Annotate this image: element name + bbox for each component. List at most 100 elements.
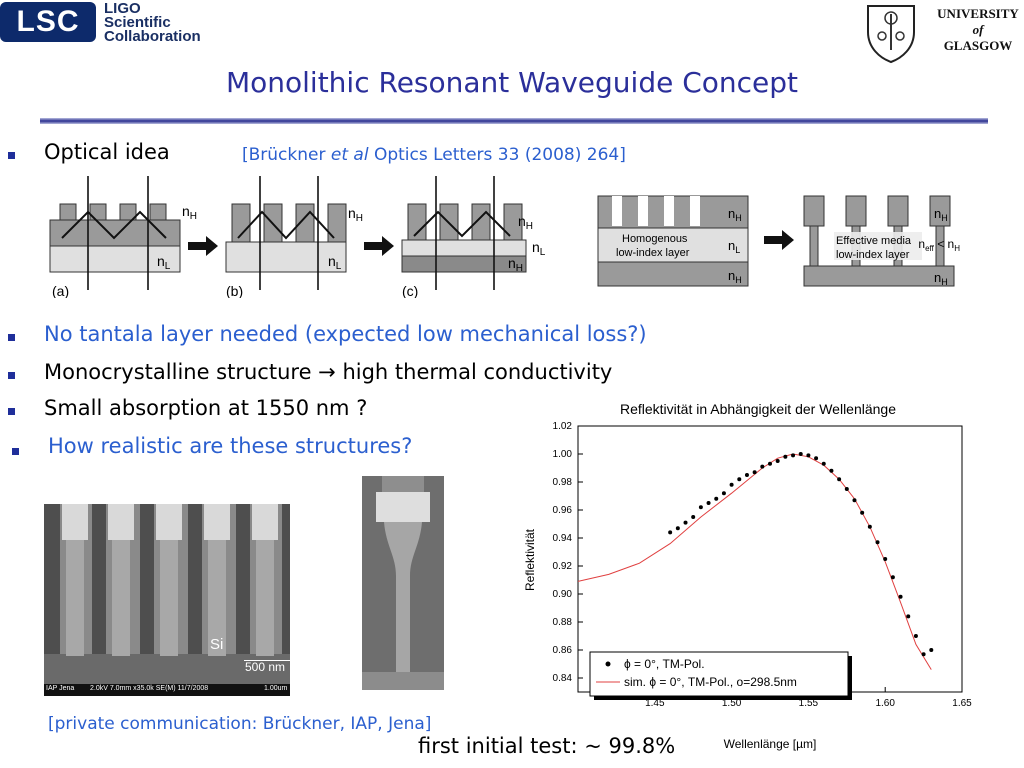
reflectivity-chart: Reflektivität in Abhängigkeit der Wellen… bbox=[523, 401, 972, 751]
bullet-absorption: Small absorption at 1550 nm ? bbox=[44, 396, 368, 420]
sem-image-single-ridge bbox=[362, 476, 444, 690]
measured-data-point bbox=[768, 461, 772, 466]
sem-footer-mid: 2.0kV 7.0mm x35.0k SE(M) 11/7/2008 bbox=[90, 685, 209, 692]
y-tick-label: 0.96 bbox=[553, 505, 573, 516]
bullet-marker bbox=[8, 334, 15, 341]
sem-footer-left: IAP Jena bbox=[46, 685, 75, 692]
lsc-line1: LIGO bbox=[104, 0, 141, 17]
x-tick-label: 1.65 bbox=[952, 698, 972, 709]
sem-grating-illustration bbox=[44, 504, 290, 696]
legend-point-marker bbox=[605, 661, 611, 667]
measured-data-point bbox=[875, 540, 880, 545]
homog-label-line1: Homogenous bbox=[622, 233, 688, 245]
diagram-panel-b: (b) nH nL bbox=[225, 176, 363, 298]
measured-data-point bbox=[883, 557, 888, 561]
diagram-c-nL: nL bbox=[532, 239, 546, 258]
waveguide-diagram: (a) nH nL (b) nH nL (c) nH nL nH bbox=[49, 176, 960, 298]
y-tick-label: 0.84 bbox=[553, 673, 573, 684]
measured-data-point bbox=[783, 454, 788, 459]
lsc-logo: LSC LIGO Scientific Collaboration bbox=[0, 0, 230, 48]
measured-data-point bbox=[698, 505, 703, 510]
measured-data-point bbox=[706, 501, 711, 505]
y-tick-label: 0.92 bbox=[553, 561, 573, 572]
sem-si-label: Si bbox=[210, 636, 224, 653]
measured-data-point bbox=[668, 530, 673, 535]
homog-nH: nH bbox=[728, 206, 742, 223]
measured-data-point bbox=[775, 459, 780, 463]
measured-data-point bbox=[791, 453, 796, 458]
sem-scale-label: 500 nm bbox=[245, 660, 286, 674]
lsc-line2: Scientific bbox=[104, 14, 171, 31]
chart-title: Reflektivität in Abhängigkeit der Wellen… bbox=[620, 401, 896, 417]
bullet-realistic: How realistic are these structures? bbox=[48, 434, 413, 458]
glasgow-line1: UNIVERSITY bbox=[937, 6, 1019, 21]
glasgow-line2: of bbox=[972, 22, 984, 37]
effective-nH: nH bbox=[934, 206, 948, 223]
sem-ridge-illustration bbox=[362, 476, 444, 690]
arrow-icon bbox=[188, 236, 218, 256]
measured-data-point bbox=[798, 452, 803, 456]
neff-relation: neff < nH bbox=[918, 237, 960, 253]
diagram-a-nL: nL bbox=[157, 253, 171, 272]
bullet-marker bbox=[12, 448, 19, 455]
measured-data-point bbox=[913, 634, 918, 638]
chart-plot-area bbox=[577, 425, 963, 693]
y-tick-label: 0.94 bbox=[553, 533, 573, 544]
measured-data-point bbox=[714, 496, 719, 501]
legend-simulated: sim. ϕ = 0°, TM-Pol., o=298.5nm bbox=[624, 675, 797, 689]
diagram-label-c: (c) bbox=[402, 283, 418, 298]
diagram-b-nH: nH bbox=[348, 205, 363, 224]
homog-nL: nL bbox=[728, 238, 740, 255]
glasgow-line3: GLASGOW bbox=[943, 38, 1013, 53]
title-divider bbox=[40, 118, 988, 124]
first-test-result: first initial test: ~ 99.8% bbox=[418, 734, 676, 758]
right-arrow-icon: → bbox=[318, 360, 336, 384]
effective-label-line2: low-index layer bbox=[836, 249, 910, 261]
measured-data-point bbox=[860, 510, 865, 515]
page-title: Monolithic Resonant Waveguide Concept bbox=[225, 66, 799, 99]
measured-data-point bbox=[691, 515, 696, 519]
measured-data-point bbox=[821, 461, 826, 466]
glasgow-logo-text: UNIVERSITY of GLASGOW bbox=[932, 6, 1024, 54]
effective-nH-bottom: nH bbox=[934, 270, 948, 287]
x-tick-label: 1.60 bbox=[875, 698, 895, 709]
homog-nH-bottom: nH bbox=[728, 268, 742, 285]
diagram-b-nL: nL bbox=[328, 253, 342, 272]
x-tick-label: 1.50 bbox=[722, 698, 742, 709]
y-tick-label: 0.98 bbox=[553, 477, 573, 488]
measured-data-point bbox=[890, 575, 895, 580]
effective-label-line1: Effective media bbox=[836, 235, 912, 247]
measured-data-point bbox=[829, 468, 834, 473]
y-tick-label: 0.90 bbox=[553, 589, 573, 600]
measured-data-point bbox=[806, 453, 811, 458]
diagram-c-nH-top: nH bbox=[518, 213, 533, 232]
bullet-no-tantala: No tantala layer needed (expected low me… bbox=[44, 322, 647, 346]
x-tick-label: 1.45 bbox=[645, 698, 665, 709]
legend-measured: ϕ = 0°, TM-Pol. bbox=[624, 657, 705, 671]
x-tick-label: 1.55 bbox=[799, 698, 819, 709]
lsc-line3: Collaboration bbox=[104, 28, 201, 45]
bullet-monocrystalline: Monocrystalline structure → high thermal… bbox=[44, 360, 613, 384]
diagram-c-nH-bottom: nH bbox=[508, 255, 523, 274]
measured-data-point bbox=[752, 470, 757, 475]
measured-data-point bbox=[814, 456, 819, 461]
diagram-homogenous-layer: Homogenous low-index layer nH nL nH bbox=[597, 195, 749, 287]
chart-ylabel: Reflektivität bbox=[523, 528, 537, 591]
homog-label-line2: low-index layer bbox=[616, 247, 690, 259]
diagram-panel-a: (a) nH nL bbox=[49, 176, 197, 298]
diagram-effective-media: Effective media low-index layer nH nH ne… bbox=[803, 195, 960, 287]
sem-image-grating: Si 500 nm IAP Jena 2.0kV 7.0mm x35.0k SE… bbox=[44, 504, 290, 696]
diagram-label-a: (a) bbox=[52, 283, 69, 298]
glasgow-crest-icon bbox=[867, 5, 915, 64]
diagram-label-b: (b) bbox=[226, 283, 243, 298]
measured-data-point bbox=[729, 482, 734, 487]
bullet-marker bbox=[8, 408, 15, 415]
measured-data-point bbox=[744, 473, 749, 477]
measured-data-point bbox=[683, 520, 688, 525]
bullet-marker bbox=[8, 152, 15, 159]
measured-data-point bbox=[867, 524, 872, 529]
lsc-logo-text: LIGO Scientific Collaboration bbox=[104, 0, 201, 45]
measured-data-point bbox=[929, 648, 934, 652]
diagram-a-nH: nH bbox=[182, 203, 197, 222]
private-communication-note: [private communication: Brückner, IAP, J… bbox=[48, 714, 432, 734]
